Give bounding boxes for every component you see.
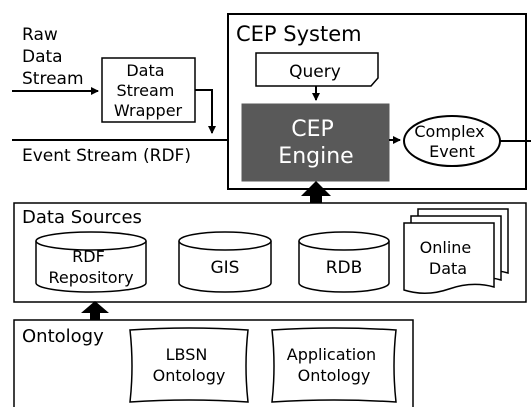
event-stream-label: Event Stream (RDF) — [22, 146, 191, 166]
query-label: Query — [289, 62, 341, 82]
cep-engine-box — [241, 103, 390, 182]
ontology-to-rdf-arrow — [81, 301, 109, 326]
rdb-cylinder — [298, 231, 390, 293]
lbsn-ontology-label: LBSN Ontology — [153, 345, 226, 385]
gis-cylinder — [178, 231, 272, 293]
lbsn-ontology-scroll — [129, 327, 249, 403]
application-ontology-label: Application Ontology — [287, 345, 382, 385]
ontology-title: Ontology — [22, 326, 104, 347]
cep-engine-label: CEP Engine — [278, 117, 353, 169]
query-document-shape — [255, 52, 379, 87]
online-data-documents — [403, 208, 509, 294]
rdf-repository-label: RDF Repository — [48, 247, 133, 287]
online-data-label: Online Data — [420, 238, 477, 278]
data-sources-title: Data Sources — [22, 207, 142, 228]
raw-data-stream-label: Raw Data Stream — [22, 25, 84, 89]
rdb-label: RDB — [326, 258, 363, 278]
cep-system-title: CEP System — [236, 22, 362, 46]
gis-label: GIS — [211, 258, 240, 278]
data-stream-wrapper-label: Data Stream Wrapper — [114, 61, 183, 120]
wrapper-to-stream-arrow — [195, 89, 216, 134]
application-ontology-scroll — [271, 327, 397, 403]
complex-event-label: Complex Event — [414, 122, 489, 161]
rdf-repository-cylinder — [35, 231, 147, 293]
